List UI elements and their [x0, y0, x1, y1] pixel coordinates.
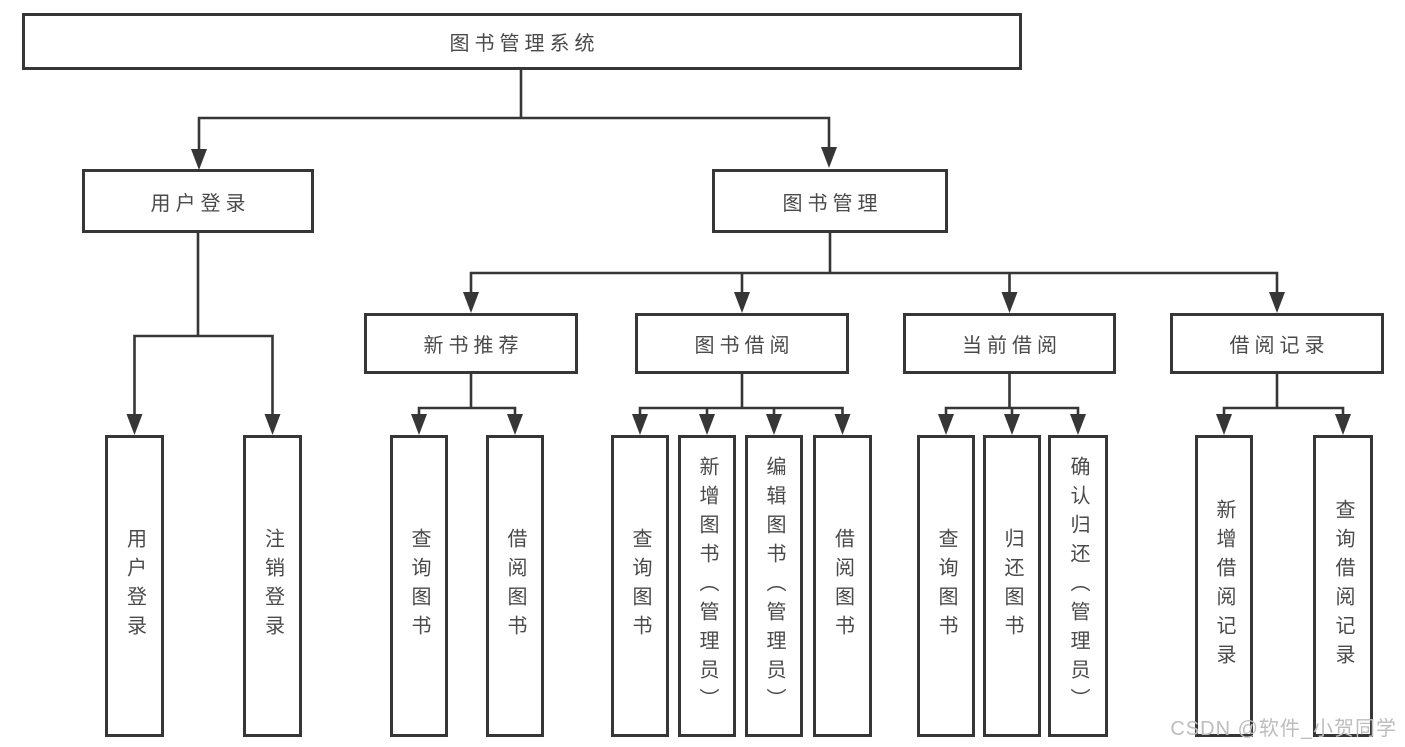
arrowheads-level2 — [191, 147, 837, 170]
leaf-query-borrow-record: 查询借阅记录 — [1313, 435, 1373, 737]
arrowhead — [766, 414, 782, 435]
arrowhead — [632, 414, 648, 435]
arrowheads-level3 — [463, 292, 1285, 313]
leaf-logout-label: 注销登录 — [261, 528, 284, 644]
arrowhead — [734, 292, 750, 313]
node-book-borrow: 图书借阅 — [635, 313, 849, 374]
node-book-borrow-label: 图书借阅 — [694, 335, 795, 357]
leaf-add-book-admin-label: 新增图书（管理员） — [696, 455, 718, 717]
node-user-login-label: 用户登录 — [150, 192, 251, 215]
leaf-borrow-book: 借阅图书 — [813, 435, 872, 737]
leaf-edit-book-admin-label: 编辑图书（管理员） — [763, 455, 785, 717]
leaf-return-book-label: 归还图书 — [1001, 528, 1023, 644]
arrowheads-current-borrow — [938, 414, 1086, 435]
arrowhead — [938, 414, 954, 435]
arrowhead — [1001, 292, 1018, 313]
leaf-confirm-return-admin: 确认归还（管理员） — [1048, 435, 1108, 737]
arrowhead — [1269, 292, 1285, 313]
leaf-query-book-current-label: 查询图书 — [935, 528, 957, 644]
arrowhead — [699, 414, 715, 435]
arrowheads-borrow-records — [1216, 414, 1351, 435]
arrowhead — [191, 149, 207, 170]
connector-current-borrow-to-leaves — [944, 374, 1080, 416]
leaf-query-book-recommend-label: 查询图书 — [408, 528, 430, 644]
arrowhead — [1216, 414, 1232, 435]
node-book-management: 图书管理 — [712, 169, 948, 233]
connector-user-login-to-leaves — [133, 233, 274, 416]
arrowheads-book-borrow — [632, 414, 851, 435]
node-borrow-records: 借阅记录 — [1170, 313, 1384, 374]
node-book-management-label: 图书管理 — [782, 192, 883, 215]
connector-borrow-records-to-leaves — [1222, 374, 1345, 416]
node-root-label: 图书管理系统 — [449, 33, 600, 55]
arrowhead — [507, 414, 523, 435]
node-new-book-recommend: 新书推荐 — [364, 313, 578, 374]
leaf-borrow-book-recommend-label: 借阅图书 — [504, 528, 526, 644]
node-new-book-recommend-label: 新书推荐 — [423, 335, 524, 357]
csdn-watermark: CSDN @软件_小贺同学 — [1170, 718, 1397, 740]
leaf-query-book-borrow-label: 查询图书 — [629, 528, 651, 644]
leaf-add-book-admin: 新增图书（管理员） — [678, 435, 736, 737]
connector-new-book-to-leaves — [417, 374, 517, 416]
leaf-borrow-book-label: 借阅图书 — [831, 528, 854, 644]
leaf-borrow-book-recommend: 借阅图书 — [486, 435, 544, 737]
node-user-login: 用户登录 — [82, 169, 314, 233]
leaf-add-borrow-record: 新增借阅记录 — [1195, 435, 1253, 737]
leaf-user-login-label: 用户登录 — [123, 528, 146, 644]
connector-book-mgmt-to-level3 — [469, 233, 1279, 294]
leaf-edit-book-admin: 编辑图书（管理员） — [745, 435, 803, 737]
leaf-return-book: 归还图书 — [983, 435, 1041, 737]
arrowhead — [1004, 414, 1020, 435]
arrowheads-new-book — [411, 414, 523, 435]
connector-book-borrow-to-leaves — [638, 374, 844, 416]
node-current-borrow: 当前借阅 — [903, 313, 1116, 374]
leaf-query-borrow-record-label: 查询借阅记录 — [1332, 499, 1354, 673]
node-borrow-records-label: 借阅记录 — [1229, 335, 1330, 357]
leaf-confirm-return-admin-label: 确认归还（管理员） — [1067, 455, 1089, 717]
node-current-borrow-label: 当前借阅 — [962, 335, 1062, 357]
arrowhead — [821, 147, 837, 168]
leaf-add-borrow-record-label: 新增借阅记录 — [1213, 499, 1235, 673]
leaf-user-login: 用户登录 — [105, 435, 164, 737]
leaf-query-book-recommend: 查询图书 — [390, 435, 448, 737]
leaf-query-book-current: 查询图书 — [917, 435, 975, 737]
leaf-query-book-borrow: 查询图书 — [611, 435, 669, 737]
arrowhead — [834, 414, 851, 435]
connector-root-to-level2 — [197, 70, 831, 150]
arrowhead — [463, 292, 479, 313]
arrowhead — [411, 414, 427, 435]
arrowhead — [126, 414, 143, 435]
node-root: 图书管理系统 — [22, 13, 1022, 70]
leaf-logout: 注销登录 — [243, 435, 302, 737]
arrowhead — [1070, 414, 1086, 435]
arrowheads-user-login — [126, 414, 281, 435]
arrowhead — [264, 414, 281, 435]
arrowhead — [1335, 414, 1351, 435]
